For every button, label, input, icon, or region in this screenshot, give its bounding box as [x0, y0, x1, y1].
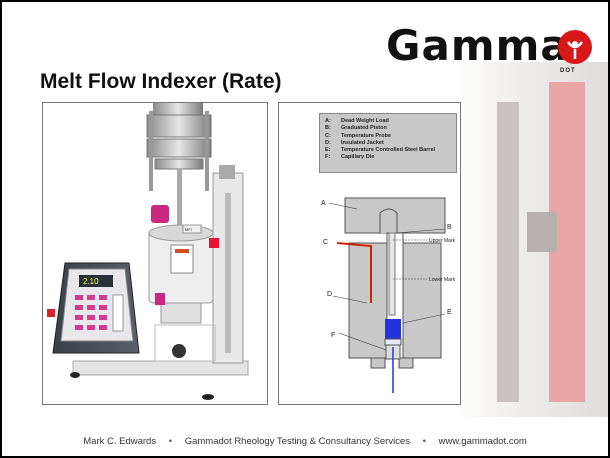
logo-sub: DOT	[560, 68, 576, 74]
footer-separator: •	[422, 436, 426, 447]
legend-item: E:Temperature Controlled Steel Barrel	[325, 147, 436, 154]
logo-wordmark: Gamma	[386, 21, 570, 70]
background-photo	[457, 62, 608, 417]
legend-item: A:Dead Weight Load	[325, 118, 389, 124]
legend-item: D:Insulated Jacket	[325, 139, 384, 146]
melt-indexer-schematic: A B C D E F Upper Mark Lower Mark	[321, 197, 456, 393]
footer-company: Gammadot Rheology Testing & Consultancy …	[184, 436, 410, 447]
legend-item: C:Temperature Probe	[325, 132, 392, 139]
melt-flow-indexer-illustration: 2.10 MFI	[47, 103, 249, 400]
footer-separator: •	[168, 436, 173, 447]
label-e: E	[447, 309, 452, 316]
slide-title: Melt Flow Indexer (Rate)	[40, 70, 282, 93]
legend-item: F:Capillary Die	[325, 154, 375, 161]
label-b: B	[447, 224, 452, 231]
logo-gamma-icon	[558, 30, 592, 64]
legend-item: B:Graduated Piston	[325, 125, 387, 132]
footer-website[interactable]: www.gammadot.com	[438, 436, 527, 447]
schematic-diagram-panel: A:Dead Weight Load B:Graduated Piston C:…	[278, 102, 461, 405]
instrument-photo-panel: 2.10 MFI	[42, 102, 268, 405]
device-badge: MFI	[185, 227, 192, 232]
footer: Mark C. Edwards • Gammadot Rheology Test…	[2, 436, 608, 447]
gammadot-logo: Gamma DOT	[386, 21, 596, 74]
label-a: A	[321, 200, 326, 207]
label-c: C	[323, 239, 328, 246]
footer-author: Mark C. Edwards	[83, 436, 157, 447]
diagram-legend: A:Dead Weight Load B:Graduated Piston C:…	[319, 113, 457, 173]
lower-mark-label: Lower Mark	[429, 277, 456, 283]
label-d: D	[327, 291, 332, 298]
control-display-value: 2.10	[83, 277, 99, 286]
label-f: F	[331, 332, 335, 339]
upper-mark-label: Upper Mark	[429, 238, 456, 244]
